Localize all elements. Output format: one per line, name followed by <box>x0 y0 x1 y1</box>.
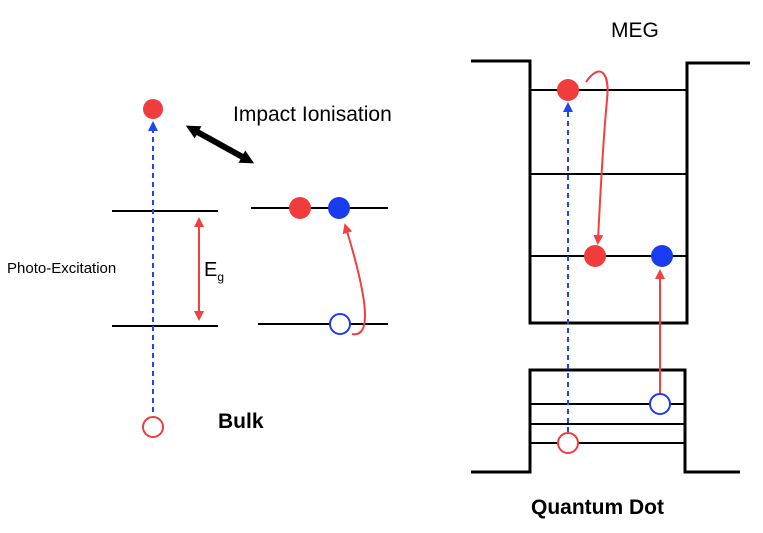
quantum-dot-label: Quantum Dot <box>531 496 664 519</box>
band-gap-label: Eg <box>204 259 224 284</box>
qd-conduction-well <box>471 59 750 325</box>
hole-bulk <box>142 416 164 438</box>
ii-electron-red <box>289 197 311 219</box>
qd-original-hole <box>557 432 579 454</box>
qd-valence-well <box>471 368 740 474</box>
photo-excitation-label: Photo-Excitation <box>7 260 116 277</box>
meg-label: MEG <box>611 19 659 42</box>
qd-new-electron <box>651 245 673 267</box>
hot-electron <box>143 99 163 119</box>
ii-hole <box>329 313 351 335</box>
ii-transition-arrow <box>342 223 366 336</box>
impact-ionisation-panel: Impact Ionisation <box>185 103 392 336</box>
bulk-label: Bulk <box>218 410 264 433</box>
qd-relaxation-arrow <box>585 70 609 245</box>
qd-relaxed-electron <box>584 245 606 267</box>
quantum-dot-panel: MEG Quantum Dot <box>471 19 750 519</box>
ii-electron-blue <box>328 197 350 219</box>
qd-new-hole <box>649 393 671 415</box>
impact-double-arrow-icon <box>185 125 255 164</box>
qd-hot-electron <box>557 79 579 101</box>
impact-ionisation-label: Impact Ionisation <box>233 103 392 126</box>
bulk-panel: Eg Photo-Excitation Bulk <box>7 99 264 438</box>
